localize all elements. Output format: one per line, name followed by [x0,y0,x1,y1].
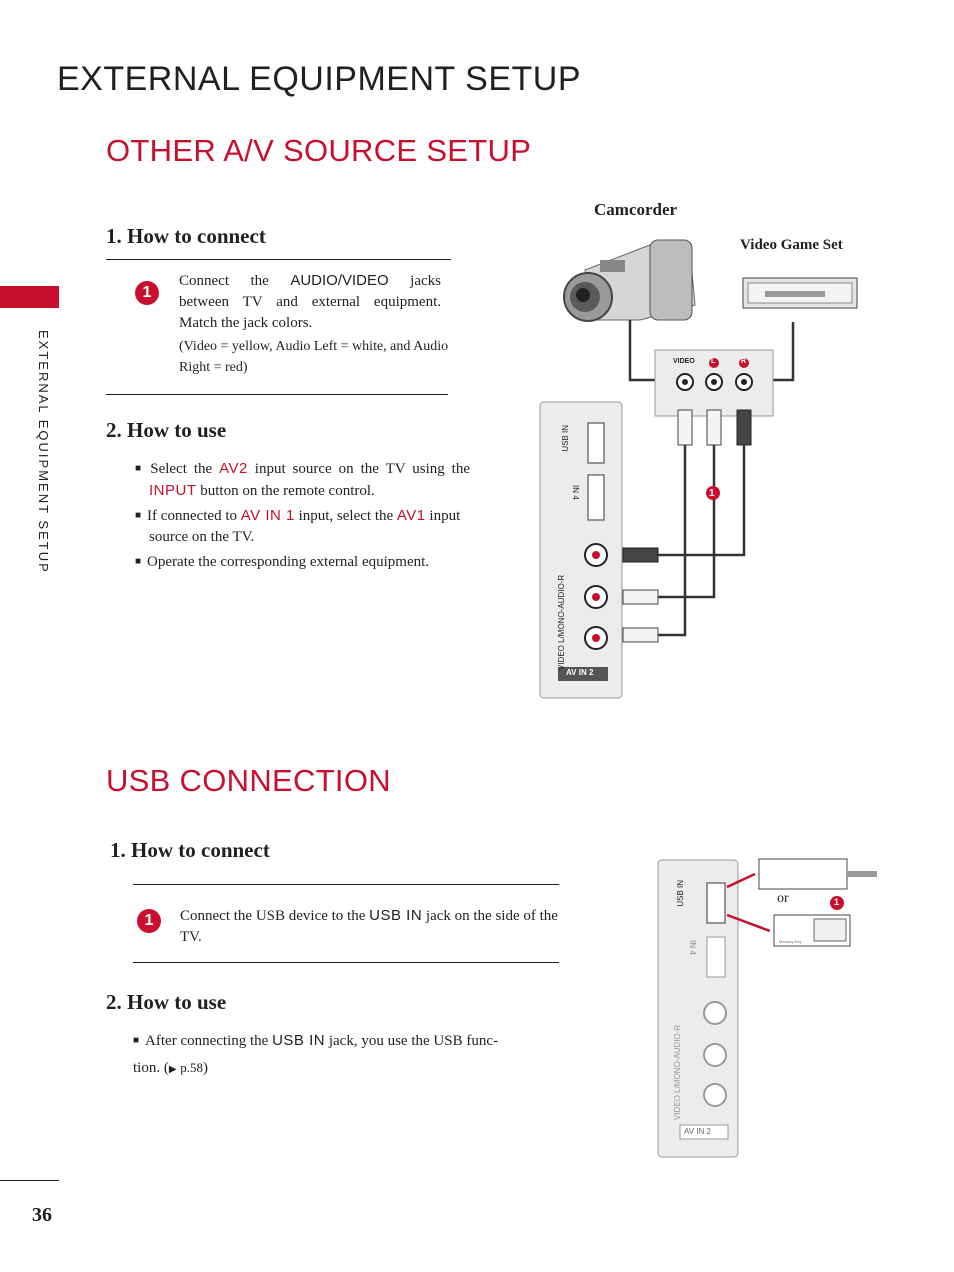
av-panel-label: VIDEO L/MONO-AUDIO-R [557,574,566,670]
usb-connect-text: Connect the USB device to the USB IN jac… [180,907,558,945]
list-item: ■Operate the corresponding external equi… [135,554,430,570]
divider [133,962,559,963]
connection-marker: 1 [709,488,715,499]
av-in2-label: AV IN 2 [684,1127,711,1136]
av-bullet-list: ■Select the AV2 input source on the TV u… [135,458,470,573]
connect-text-part: jacks between TV and external equipment.… [179,273,441,331]
page-title: EXTERNAL EQUIPMENT SETUP [57,60,581,98]
list-item: ■After connecting the USB IN jack, you u… [133,1032,498,1049]
av-in2-label: AV IN 2 [566,668,594,677]
connect-text-part: Connect the [179,273,269,289]
bullet-icon: ■ [135,463,145,474]
step-badge: 1 [135,281,159,305]
jack-r-label: R [741,358,747,365]
video-game-label: Video Game Set [740,237,843,253]
jack-name: AUDIO/VIDEO [290,272,389,289]
bullet-icon: ■ [135,556,142,567]
usb-use-heading: 2. How to use [106,990,227,1014]
av-connect-note: (Video = yellow, Audio Left = white, and… [179,339,449,375]
jack-l-label: L [711,358,716,365]
sidebar-accent-bar [0,286,59,308]
memory-key-label: Memory Key [779,939,802,944]
page-number: 36 [32,1204,52,1226]
list-item: tion. (▶ p.58) [133,1060,209,1076]
in4-label: IN 4 [571,485,580,500]
key-name: USB IN [369,907,423,924]
camcorder-icon [563,239,696,322]
av-use-heading: 2. How to use [106,418,227,442]
list-item: ■If connected to AV IN 1 input, select t… [135,507,461,545]
arrow-right-icon: ▶ [168,1064,177,1075]
av-connect-text: Connect the AUDIO/VIDEO jacks between TV… [179,270,441,334]
bullet-icon: ■ [133,1035,140,1046]
sidebar-label: EXTERNAL EQUIPMENT SETUP [36,330,51,574]
usb-use-text: ■After connecting the USB IN jack, you u… [133,1030,553,1080]
or-label: or [777,891,789,906]
key-name: AV2 [219,460,248,477]
key-name: INPUT [149,482,197,499]
key-name: USB IN [272,1032,326,1049]
connection-marker: 1 [834,897,840,907]
usb-in-label: USB IN [676,880,685,907]
divider [133,884,559,885]
usb-connection-diagram [657,858,877,1158]
game-console-icon [742,277,858,309]
in4-label: IN 4 [688,940,697,955]
usb-in-label: USB IN [561,425,570,452]
av-connect-heading: 1. How to connect [106,224,266,248]
page-reference[interactable]: p.58 [180,1060,204,1075]
divider [106,394,448,395]
divider [106,259,451,260]
camcorder-label: Camcorder [594,200,678,219]
av-panel-label: VIDEO L/MONO-AUDIO-R [673,1024,682,1120]
bullet-icon: ■ [135,510,142,521]
key-name: AV1 [396,507,426,524]
list-item: ■Select the AV2 input source on the TV u… [135,460,470,499]
usb-connect-heading: 1. How to connect [110,838,270,862]
jack-video-label: VIDEO [673,358,695,365]
av-connection-diagram [539,239,858,699]
usb-section-title: USB CONNECTION [106,763,391,798]
key-name: AV IN 1 [240,507,295,524]
footer-rule [0,1180,59,1181]
step-badge: 1 [137,909,161,933]
av-section-title: OTHER A/V SOURCE SETUP [106,133,532,168]
